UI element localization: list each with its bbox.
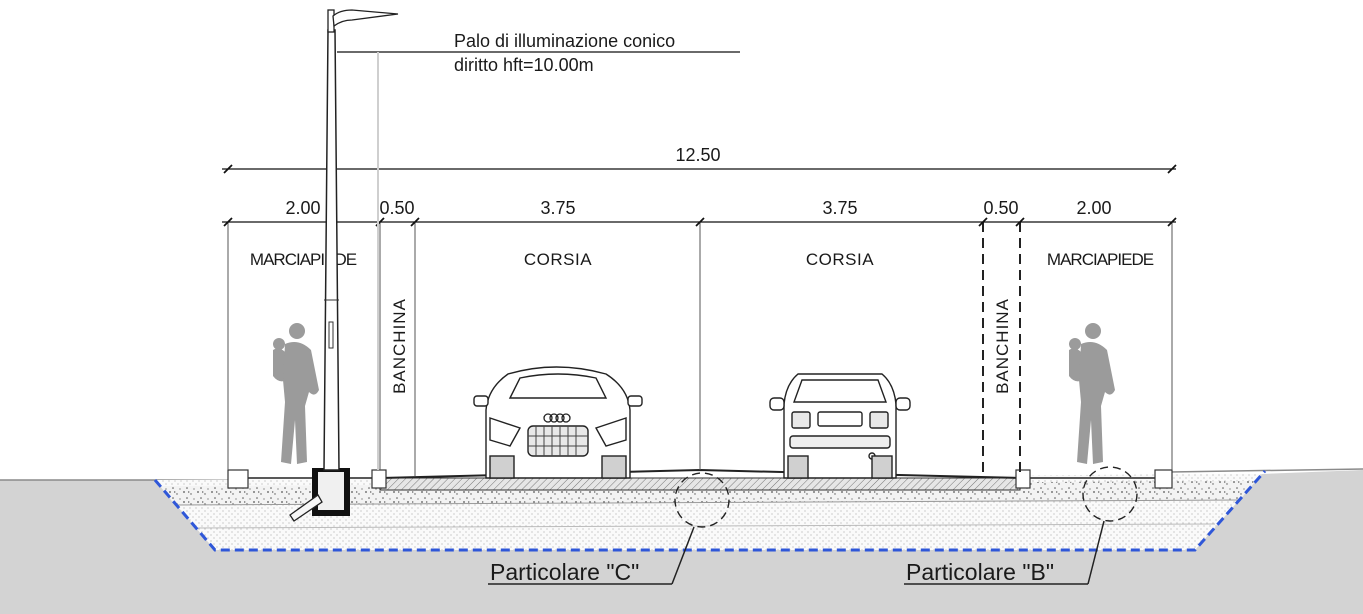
zone-label-shoulder-right: BANCHINA xyxy=(993,298,1012,394)
dimension-lane-left: 3.75 xyxy=(540,198,575,218)
zone-label-sidewalk-left: MARCIAPIEDE xyxy=(250,250,357,269)
zone-label-sidewalk-right: MARCIAPIEDE xyxy=(1047,250,1154,269)
zone-label-shoulder-left: BANCHINA xyxy=(390,298,409,394)
lamp-note: Palo di illuminazione conico diritto hft… xyxy=(454,31,675,75)
detail-callout-c: Particolare "C" xyxy=(488,472,730,585)
lamp-note-line1: Palo di illuminazione conico xyxy=(454,31,675,51)
dimension-sidewalk-left: 2.00 xyxy=(285,198,320,218)
pedestrian-left-silhouette xyxy=(273,323,319,464)
car-rear-silhouette xyxy=(769,373,911,479)
lamp-post xyxy=(289,9,740,522)
dimension-total: 12.50 xyxy=(675,145,720,165)
zone-boundaries xyxy=(227,222,1173,476)
detail-label-b: Particolare "B" xyxy=(906,559,1054,585)
dimension-shoulder-right: 0.50 xyxy=(983,198,1018,218)
zone-label-lane-right: CORSIA xyxy=(806,250,874,269)
curbs xyxy=(227,469,1173,489)
zone-labels: MARCIAPIEDE CORSIA CORSIA MARCIAPIEDE BA… xyxy=(250,250,1155,394)
dimension-lines xyxy=(222,164,1177,227)
zone-label-lane-left: CORSIA xyxy=(524,250,592,269)
dimension-labels: 12.50 2.00 0.50 3.75 3.75 0.50 2.00 xyxy=(285,145,1111,218)
dimension-sidewalk-right: 2.00 xyxy=(1076,198,1111,218)
pedestrian-right-silhouette xyxy=(1069,323,1115,464)
detail-label-c: Particolare "C" xyxy=(490,559,639,585)
excavation-outline xyxy=(153,470,1267,552)
dimension-lane-right: 3.75 xyxy=(822,198,857,218)
lamp-note-line2: diritto hft=10.00m xyxy=(454,55,594,75)
pavement-layers xyxy=(155,474,1262,550)
dimension-shoulder-left: 0.50 xyxy=(379,198,414,218)
car-front-silhouette xyxy=(473,366,643,479)
detail-callout-b: Particolare "B" xyxy=(904,466,1138,585)
